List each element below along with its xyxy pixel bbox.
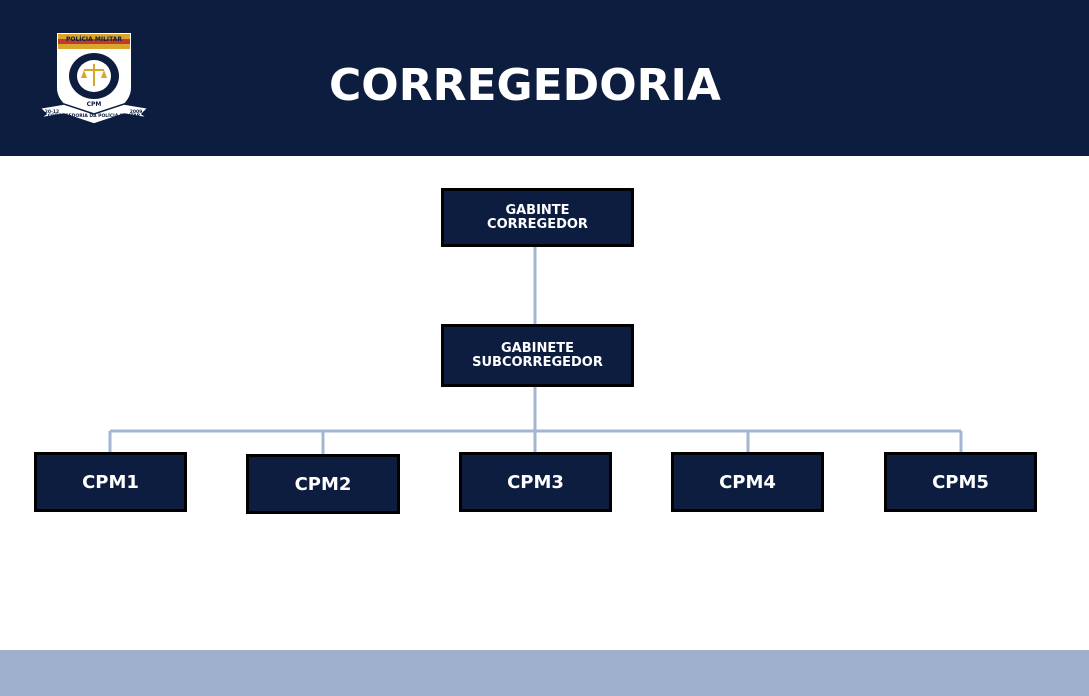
org-node-label: GABINTE CORREGEDOR (487, 202, 588, 232)
page-title: CORREGEDORIA (329, 60, 721, 111)
org-node-label: CPM5 (932, 471, 989, 493)
footer-band (0, 650, 1089, 696)
header-banner: POLÍCIA MILITAR CPM CORREGEDORIA DA POLÍ… (0, 0, 1089, 156)
org-node-cpm3[interactable]: CPM3 (459, 452, 612, 512)
org-node-cpm5[interactable]: CPM5 (884, 452, 1037, 512)
logo-center-text: CPM (87, 101, 102, 108)
org-node-label: CPM2 (294, 473, 352, 495)
logo-ribbon-text: CORREGEDORIA DA POLÍCIA MILITAR (48, 111, 141, 119)
org-node-gabinete-subcorregedor[interactable]: GABINETE SUBCORREGEDOR (441, 324, 634, 387)
org-node-cpm4[interactable]: CPM4 (671, 452, 824, 512)
logo-left-year: 20-12 (45, 109, 59, 115)
org-node-cpm1[interactable]: CPM1 (34, 452, 187, 512)
org-node-label: CPM4 (719, 471, 776, 493)
org-node-cpm2[interactable]: CPM2 (246, 454, 400, 514)
org-node-gabinete-corregedor[interactable]: GABINTE CORREGEDOR (441, 188, 634, 247)
police-badge-icon: POLÍCIA MILITAR CPM CORREGEDORIA DA POLÍ… (38, 31, 150, 125)
org-node-label: GABINETE SUBCORREGEDOR (472, 340, 603, 370)
logo-right-year: 2009 (130, 109, 143, 115)
org-node-label: CPM3 (507, 471, 564, 493)
logo-top-text: POLÍCIA MILITAR (66, 35, 122, 43)
org-node-label: CPM1 (82, 471, 139, 493)
